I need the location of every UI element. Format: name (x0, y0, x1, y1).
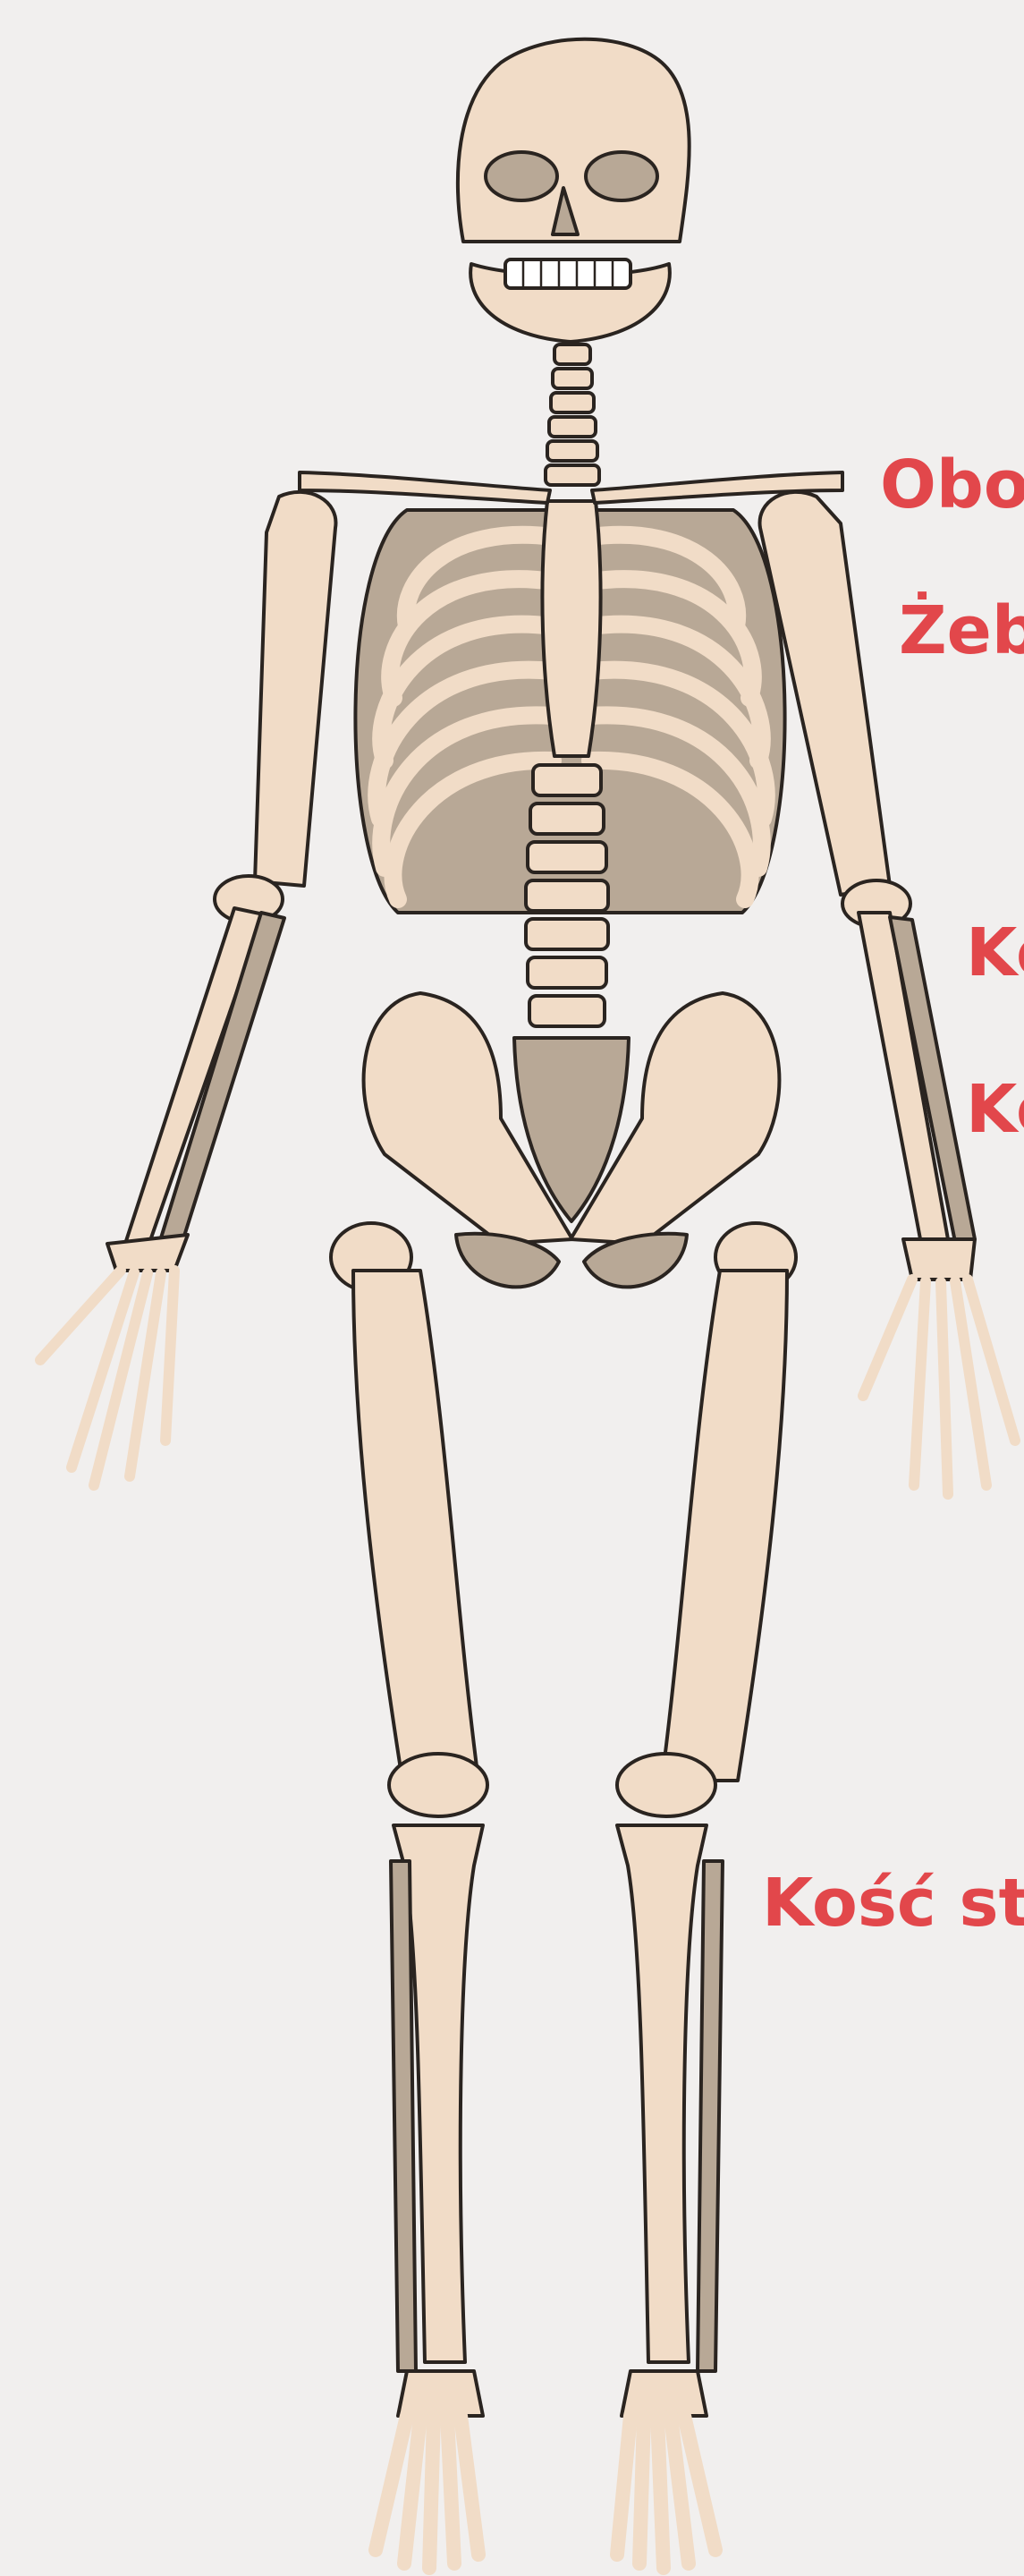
label-clavicle: Oboj (880, 452, 1024, 518)
label-fibula: Kość str (762, 1870, 1024, 1936)
cervical-spine (546, 344, 599, 485)
label-ulna: Ko (966, 920, 1024, 986)
label-radius: Ko (966, 1076, 1024, 1143)
label-rib: Żeb (899, 598, 1024, 664)
left-leg (331, 1223, 487, 2568)
lumbar-spine (526, 765, 608, 1026)
pelvis (364, 993, 780, 1287)
left-arm (40, 492, 335, 1485)
skull (458, 39, 690, 342)
